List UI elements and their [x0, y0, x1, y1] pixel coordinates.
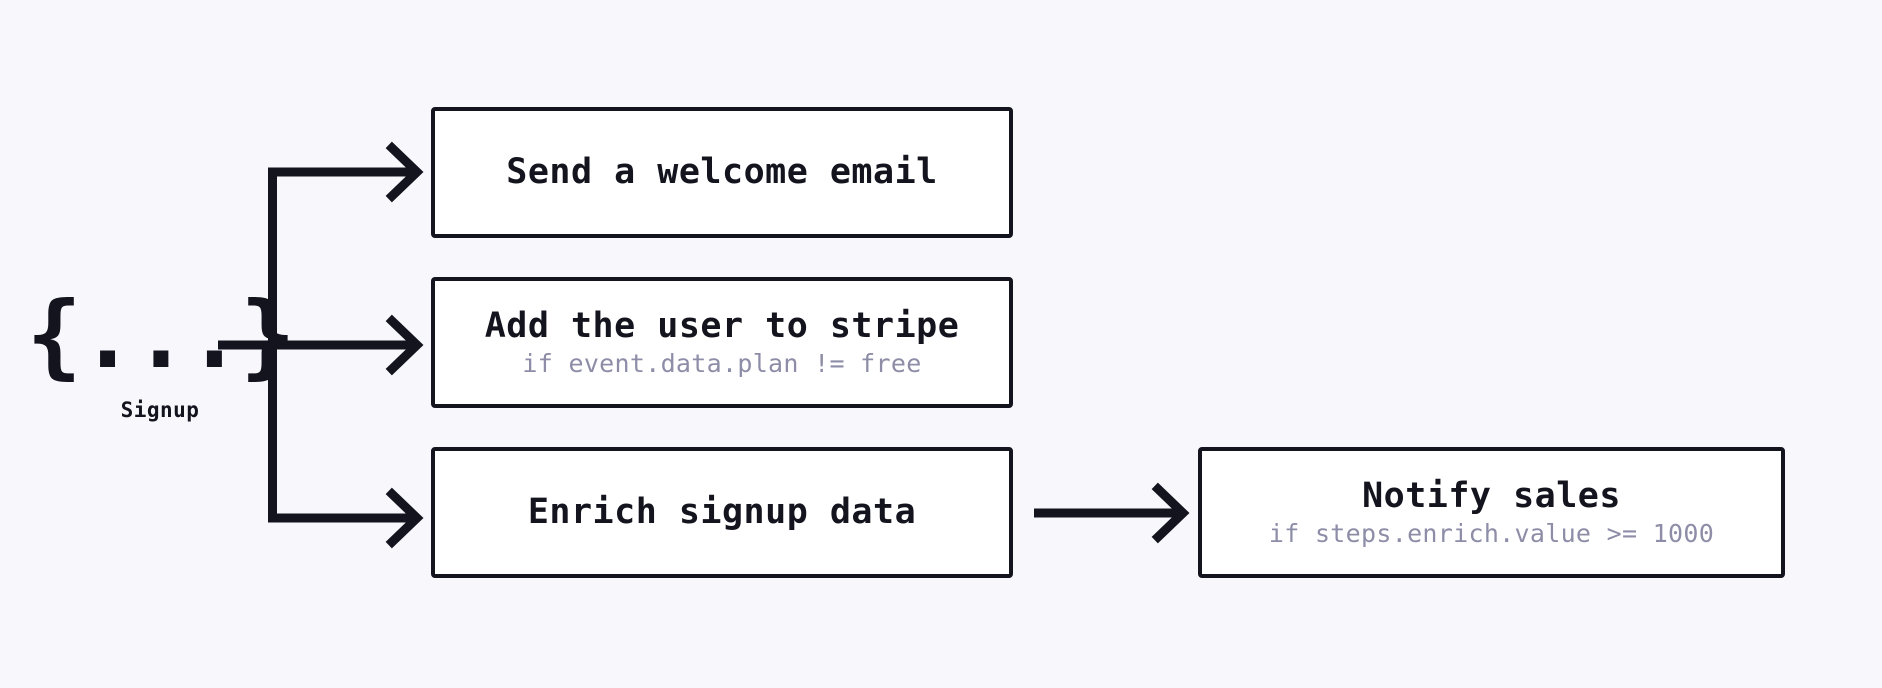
step-node-notify-sales[interactable]: Notify sales if steps.enrich.value >= 10… — [1198, 447, 1785, 578]
step-title: Enrich signup data — [527, 492, 917, 533]
step-title: Add the user to stripe — [484, 306, 960, 347]
step-title: Notify sales — [1362, 476, 1621, 517]
step-title: Send a welcome email — [506, 152, 938, 193]
arrowhead-welcome-icon — [385, 141, 424, 203]
trigger-node[interactable]: {...} Signup — [27, 290, 296, 423]
json-braces-icon: {...} — [26, 282, 296, 389]
arrowhead-stripe-icon — [385, 314, 424, 376]
arrowhead-notify-icon — [1151, 482, 1190, 544]
step-condition: if event.data.plan != free — [522, 348, 922, 378]
arrowhead-enrich-icon — [385, 487, 424, 549]
step-node-enrich-signup-data[interactable]: Enrich signup data — [431, 447, 1013, 578]
step-node-add-the-user-to-stripe[interactable]: Add the user to stripe if event.data.pla… — [431, 277, 1013, 408]
trigger-label: Signup — [120, 398, 200, 422]
step-node-send-a-welcome-email[interactable]: Send a welcome email — [431, 107, 1013, 238]
step-condition: if steps.enrich.value >= 1000 — [1268, 518, 1715, 548]
